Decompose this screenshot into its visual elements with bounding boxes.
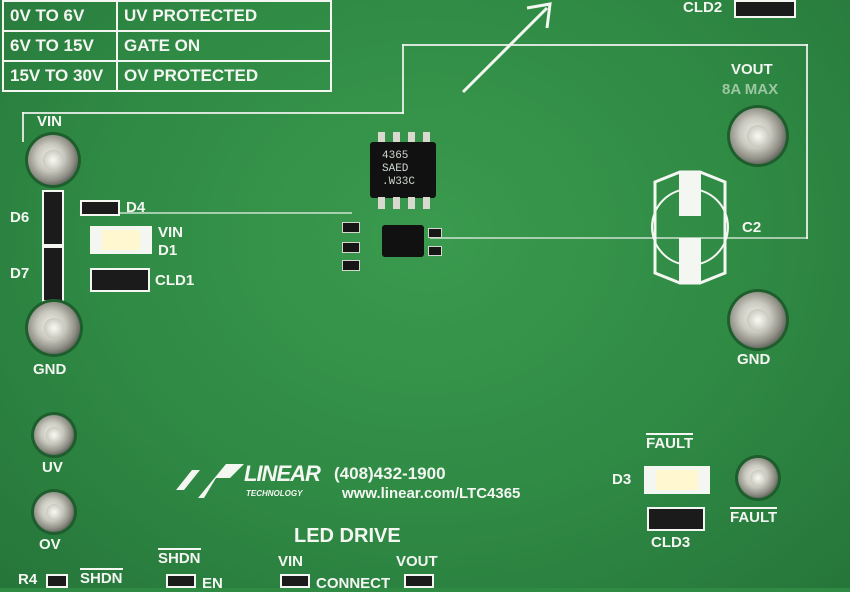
vin-jumper[interactable] <box>280 574 310 588</box>
ltc4365-chip: 4365 SAED .W33C <box>370 142 436 198</box>
gnd-terminal-left[interactable] <box>28 302 80 354</box>
d4-diode <box>80 200 120 216</box>
fault-top-label: FAULT <box>646 433 694 452</box>
trace <box>22 112 24 142</box>
ov-label: OV <box>39 536 61 553</box>
chip-marking-3: .W33C <box>382 176 416 188</box>
cld2-label: CLD2 <box>683 0 723 16</box>
cld3-component <box>647 507 705 531</box>
shdn-label-2: SHDN <box>80 568 123 587</box>
fault-right-label: FAULT <box>730 507 778 526</box>
d7-diode <box>42 246 64 302</box>
vin-bottom-label: VIN <box>278 553 304 570</box>
ic-pin <box>378 197 385 209</box>
chip-marking-1: 4365 <box>382 150 409 162</box>
phone-number: (408)432-1900 <box>334 464 446 483</box>
table-row: 15V TO 30V OV PROTECTED <box>2 60 332 92</box>
vin-terminal[interactable] <box>28 135 78 185</box>
vout-jumper[interactable] <box>404 574 434 588</box>
ic-pin <box>408 132 415 144</box>
mosfet-chip <box>382 225 424 257</box>
range-cell: 6V TO 15V <box>2 30 118 62</box>
ov-testpoint[interactable] <box>34 492 74 532</box>
d1-label: D1 <box>158 242 178 259</box>
fault-testpoint[interactable] <box>738 458 778 498</box>
linear-logo-icon <box>170 464 244 498</box>
vout-rating-label: 8A MAX <box>722 81 779 98</box>
vout-bottom-label: VOUT <box>396 553 438 570</box>
gnd-terminal-right[interactable] <box>730 292 786 348</box>
gnd-right-label: GND <box>737 351 771 368</box>
website-url: www.linear.com/LTC4365 <box>342 485 521 502</box>
d1-led <box>90 226 152 254</box>
ic-pin <box>393 132 400 144</box>
smd-resistor <box>342 260 360 271</box>
vin-label: VIN <box>37 113 63 130</box>
r4-label: R4 <box>18 571 38 588</box>
cld3-label: CLD3 <box>651 534 691 551</box>
d6-label: D6 <box>10 209 30 226</box>
ic-pin <box>378 132 385 144</box>
table-row: 0V TO 6V UV PROTECTED <box>2 0 332 32</box>
vout-terminal[interactable] <box>730 108 786 164</box>
c2-pad-bottom <box>679 238 701 284</box>
range-cell: 15V TO 30V <box>2 60 118 92</box>
logo-name: LINEAR <box>244 461 321 486</box>
d6-diode <box>42 190 64 246</box>
status-cell: GATE ON <box>116 30 332 62</box>
cld1-label: CLD1 <box>155 272 195 289</box>
r4-resistor <box>46 574 68 588</box>
c2-pad-top <box>679 172 701 216</box>
d3-led <box>644 466 710 494</box>
ic-pin <box>423 132 430 144</box>
arrow-icon <box>461 2 552 94</box>
gnd-left-label: GND <box>33 361 67 378</box>
smd-resistor <box>342 242 360 253</box>
logo-sub: TECHNOLOGY <box>246 489 303 498</box>
trace <box>402 44 808 46</box>
smd-capacitor <box>428 228 442 238</box>
trace <box>430 237 808 239</box>
d3-label: D3 <box>612 471 632 488</box>
smd-resistor <box>342 222 360 233</box>
status-cell: UV PROTECTED <box>116 0 332 32</box>
smd-capacitor <box>428 246 442 256</box>
d7-label: D7 <box>10 265 30 282</box>
c2-label: C2 <box>742 219 762 236</box>
uv-label: UV <box>42 459 63 476</box>
cld1-component <box>90 268 150 292</box>
ic-pin <box>393 197 400 209</box>
shdn-label-1: SHDN <box>158 548 201 567</box>
connect-label: CONNECT <box>316 575 391 592</box>
chip-marking-2: SAED <box>382 163 409 175</box>
trace <box>112 212 352 214</box>
table-row: 6V TO 15V GATE ON <box>2 30 332 62</box>
ic-pin <box>408 197 415 209</box>
en-label: EN <box>202 575 223 592</box>
range-cell: 0V TO 6V <box>2 0 118 32</box>
trace <box>22 112 404 114</box>
cld2-component <box>734 0 796 18</box>
led-drive-label: LED DRIVE <box>294 525 401 547</box>
vin-led-label: VIN <box>158 224 184 241</box>
status-cell: OV PROTECTED <box>116 60 332 92</box>
protection-range-table: 0V TO 6V UV PROTECTED 6V TO 15V GATE ON … <box>2 0 332 92</box>
vout-label: VOUT <box>731 61 773 78</box>
ic-pin <box>423 197 430 209</box>
trace <box>806 44 808 239</box>
uv-testpoint[interactable] <box>34 415 74 455</box>
trace <box>402 44 404 114</box>
d4-label: D4 <box>126 199 146 216</box>
shdn-jumper[interactable] <box>166 574 196 588</box>
